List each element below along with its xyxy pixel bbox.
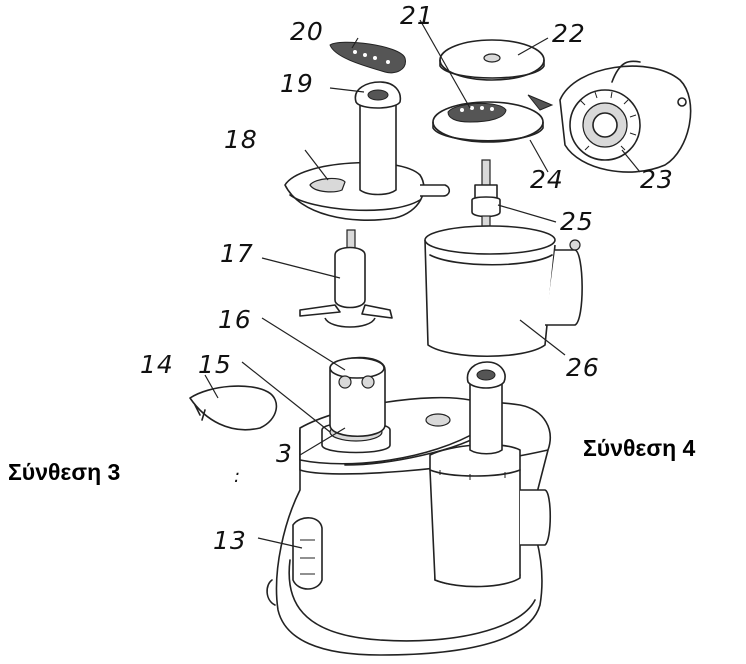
disc-22 xyxy=(439,39,545,81)
callout-23: 23 xyxy=(640,165,674,194)
cover-14 xyxy=(189,385,278,431)
callout-22: 22 xyxy=(552,19,586,48)
callout-26: 26 xyxy=(566,353,600,382)
callout-15: 15 xyxy=(198,350,232,379)
grating-insert-20 xyxy=(329,41,406,74)
bowl-assembly-4 xyxy=(429,361,552,588)
caption-composition-3: Σύνθεση 3 xyxy=(8,459,120,485)
caption-composition-4: Σύνθεση 4 xyxy=(583,435,696,461)
pusher-19 xyxy=(354,81,402,196)
callout-25: 25 xyxy=(560,207,594,236)
chopper-attachment xyxy=(329,356,386,438)
callout-18: 18 xyxy=(224,125,258,154)
bowl-26 xyxy=(424,225,583,358)
callout-20: 20 xyxy=(290,17,324,46)
blade-17 xyxy=(299,229,393,328)
drive-shaft-25 xyxy=(471,159,501,227)
callout-17: 17 xyxy=(220,239,254,268)
callout-21: 21 xyxy=(400,1,434,30)
leader-lines xyxy=(204,19,641,549)
callout-24: 24 xyxy=(530,165,564,194)
callout-3: 3 xyxy=(276,439,293,468)
callout-19: 19 xyxy=(280,69,314,98)
detail-23 xyxy=(527,60,692,173)
callout-14: 14 xyxy=(140,350,174,379)
stray-mark: ꞉ xyxy=(234,466,241,487)
callout-labels: 13 14 15 16 17 18 19 20 21 22 23 24 25 2… xyxy=(140,1,674,555)
disc-24 xyxy=(432,101,544,143)
callout-13: 13 xyxy=(213,526,247,555)
callout-16: 16 xyxy=(218,305,252,334)
